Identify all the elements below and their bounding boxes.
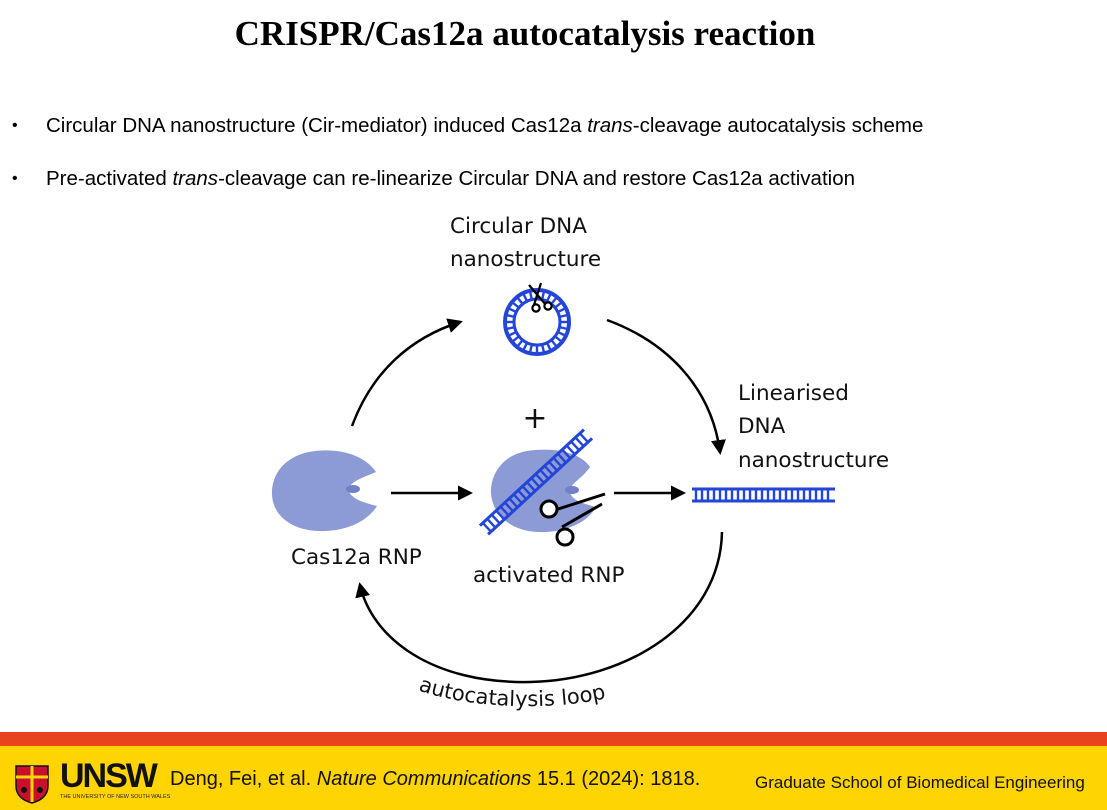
cas12a-pocket [346, 485, 360, 493]
activated-rnp-label: activated RNP [473, 563, 625, 588]
cas12a-rnp-label: Cas12a RNP [291, 545, 422, 570]
bullet-text-post: -cleavage can re-linearize Circular DNA … [218, 167, 856, 190]
bullet-text-post: -cleavage autocatalysis scheme [632, 114, 924, 137]
autocatalysis-loop-label: autocatalysis loop [416, 672, 607, 711]
cas12a-protein-icon [271, 450, 377, 532]
autocatalysis-loop-arrow [355, 531, 724, 684]
citation-authors: Deng, Fei, et al. [170, 768, 317, 790]
autocatalysis-diagram: + autocatalysis loop [271, 282, 835, 711]
activated-rnp-icon [478, 428, 596, 536]
arrow-to-circular [350, 318, 463, 427]
circular-dna-label-line1: Circular DNA [450, 214, 587, 239]
linearised-dna-label-line2: DNA [738, 414, 786, 439]
circular-dna-icon [503, 288, 571, 356]
linearised-dna-icon [692, 487, 835, 503]
school-name: Graduate School of Biomedical Engineerin… [755, 773, 1085, 792]
arrow-to-linearised [606, 318, 726, 455]
citation: Deng, Fei, et al. Nature Communications … [170, 768, 700, 791]
scissors-small-icon [528, 282, 553, 313]
unsw-crest-icon [15, 765, 49, 804]
bullet-text-pre: Pre-activated [46, 167, 173, 190]
slide-title: CRISPR/Cas12a autocatalysis reaction [234, 14, 816, 53]
citation-volume: 15.1 (2024): 1818. [531, 768, 701, 790]
bullet-text-emphasis: trans [172, 167, 219, 190]
scissors-large-icon [539, 492, 606, 547]
bullet-item: • Circular DNA nanostructure (Cir-mediat… [10, 112, 1105, 140]
bullet-text-emphasis: trans [587, 114, 633, 137]
linearised-dna-label-line1: Linearised [738, 381, 849, 406]
bullet-dot-icon: • [12, 117, 18, 134]
circular-dna-label-line2: nanostructure [450, 247, 602, 272]
bullet-text-pre: Circular DNA nanostructure (Cir-mediator… [46, 114, 588, 137]
bullet-item: • Pre-activated trans-cleavage can re-li… [10, 165, 1105, 193]
unsw-logo-subtext: THE UNIVERSITY OF NEW SOUTH WALES [60, 794, 171, 800]
autocatalysis-loop-text: autocatalysis loop [416, 672, 607, 711]
plus-sign: + [522, 401, 547, 436]
footer-red-bar [0, 732, 1107, 746]
unsw-logo-text: UNSW [60, 757, 158, 795]
citation-journal: Nature Communications [316, 768, 532, 790]
linearised-dna-label-line3: nanostructure [738, 448, 890, 473]
bullet-list: • Circular DNA nanostructure (Cir-mediat… [10, 112, 1105, 218]
bullet-dot-icon: • [12, 170, 18, 187]
footer: UNSW THE UNIVERSITY OF NEW SOUTH WALES D… [0, 746, 1107, 810]
